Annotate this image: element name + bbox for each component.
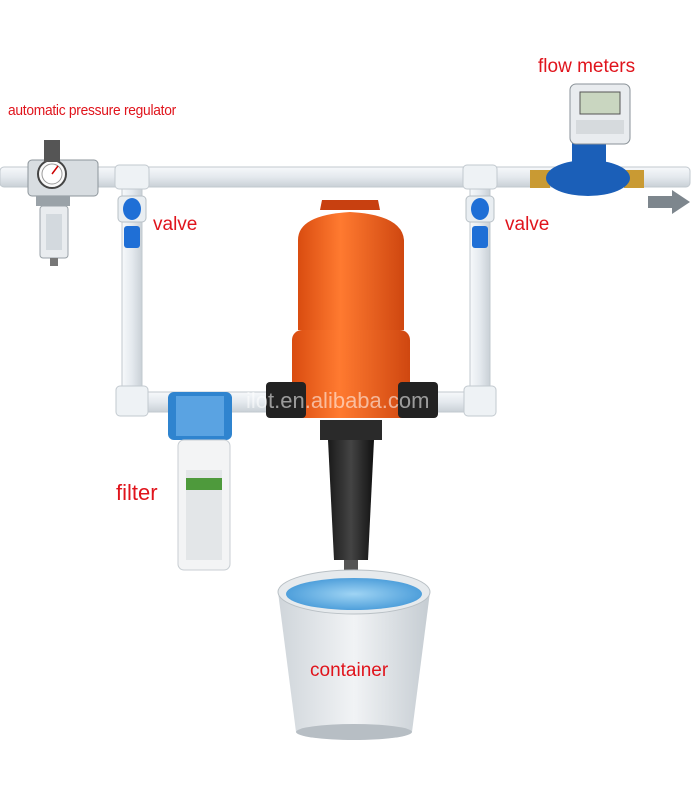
pressure-regulator — [27, 140, 99, 266]
filter-label: filter — [116, 480, 158, 505]
watermark: ilot.en.alibaba.com — [246, 388, 430, 413]
left-valve — [117, 195, 147, 248]
container-label: container — [310, 660, 389, 681]
main-pipe — [0, 166, 691, 214]
container-bucket — [277, 569, 431, 740]
flow-meters-label: flow meters — [538, 56, 636, 77]
flow-meter — [530, 83, 644, 196]
right-valve-label: valve — [505, 214, 550, 235]
water-filter — [168, 392, 232, 571]
dosing-pump — [266, 200, 438, 576]
left-valve-label: valve — [153, 214, 198, 235]
right-valve — [465, 195, 495, 248]
regulator-label: automatic pressure regulator — [8, 102, 176, 119]
